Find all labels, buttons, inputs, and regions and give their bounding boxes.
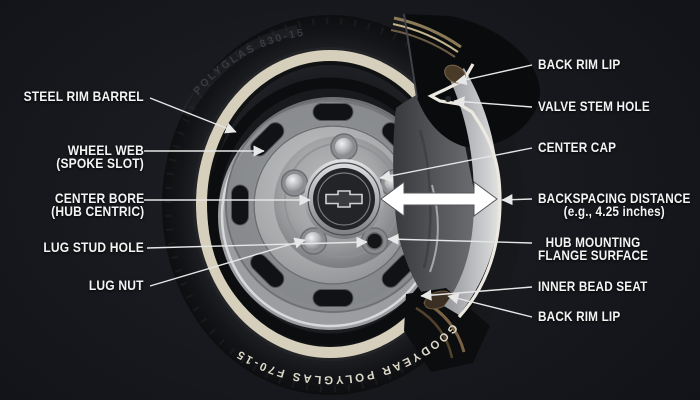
label-back-rim-lip-top: BACK RIM LIP <box>538 56 621 72</box>
spoke-slot <box>312 289 354 307</box>
label-center-bore: CENTER BORE (HUB CENTRIC) <box>50 190 144 219</box>
spoke-slot <box>250 253 285 288</box>
leader-back-rim-lip-top <box>455 64 533 86</box>
leader-back-rim-lip-bottom <box>447 293 533 318</box>
backspacing-arrow <box>380 181 498 217</box>
leader-inner-bead-seat <box>420 286 533 301</box>
tire-cross-section-top <box>390 13 462 99</box>
label-lug-nut: LUG NUT <box>89 277 144 293</box>
spoke-slot <box>312 103 354 121</box>
lug-stud-hole <box>365 232 384 250</box>
label-wheel-web: WHEEL WEB (SPOKE SLOT) <box>56 142 144 171</box>
leader-valve-stem-hole <box>453 96 533 108</box>
label-lug-stud-hole: LUG STUD HOLE <box>43 239 144 255</box>
spoke-slot <box>231 184 249 226</box>
leader-hub-flange <box>387 233 533 245</box>
label-valve-stem-hole: VALVE STEM HOLE <box>538 98 650 114</box>
label-inner-bead-seat: INNER BEAD SEAT <box>538 278 648 294</box>
tire-cut-face-edge <box>403 13 418 99</box>
lug-nut <box>285 174 304 192</box>
label-center-cap: CENTER CAP <box>538 139 617 155</box>
leader-lug-nut <box>149 237 306 287</box>
tire-cord-layer <box>415 306 454 359</box>
valve-stem-hole <box>445 96 451 102</box>
label-hub-mounting-flange: HUB MOUNTING FLANGE SURFACE <box>538 234 649 263</box>
chevrolet-bowtie-icon <box>325 190 363 208</box>
lug-nut <box>335 138 353 156</box>
center-cap <box>304 159 384 239</box>
leader-center-cap <box>379 147 533 182</box>
lug-nut <box>304 232 323 250</box>
label-back-rim-lip-bottom: BACK RIM LIP <box>538 308 621 324</box>
cutaway-cavity-bottom <box>404 288 490 372</box>
leader-backspacing <box>501 194 533 206</box>
leader-steel-rim-barrel <box>149 97 237 134</box>
label-steel-rim-barrel: STEEL RIM BARREL <box>23 88 144 104</box>
leader-lines <box>144 64 533 318</box>
leader-lug-stud-hole <box>146 236 368 249</box>
label-backspacing-distance: BACKSPACING DISTANCE (e.g., 4.25 inches) <box>538 190 691 219</box>
